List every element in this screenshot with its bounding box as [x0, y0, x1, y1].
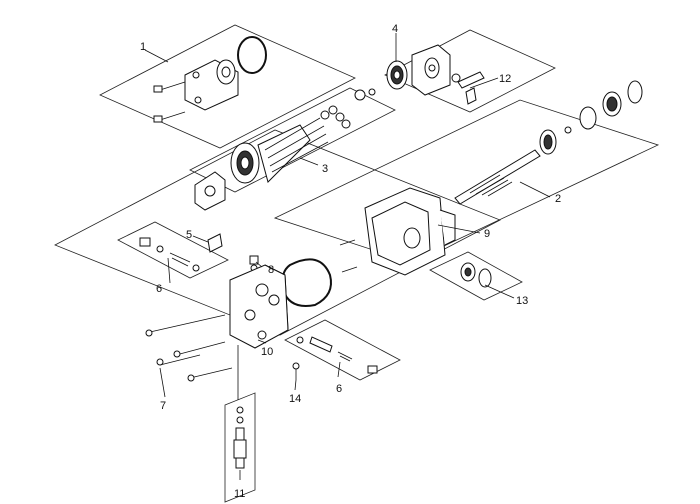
shaft-seal — [602, 91, 622, 117]
callout-3: 3 — [322, 163, 328, 175]
clip-5 — [207, 233, 223, 253]
group-11-frame — [224, 392, 256, 503]
snap-ring — [627, 80, 643, 104]
group-4-12-frame — [384, 29, 556, 113]
relief-valve-right — [296, 336, 378, 374]
callout-12: 12 — [499, 73, 511, 85]
callout-9: 9 — [484, 228, 490, 240]
main-shaft — [454, 149, 541, 205]
o-ring — [237, 36, 267, 74]
bolts-7 — [145, 314, 233, 382]
relief-valve-left — [139, 237, 200, 272]
gasket — [281, 258, 332, 307]
pump-housing — [364, 187, 456, 276]
group-1-frame — [99, 24, 356, 149]
callout-6-right: 6 — [336, 383, 342, 395]
large-housing-frame — [54, 129, 501, 336]
callout-6-left: 6 — [156, 283, 162, 295]
group-2-frame — [273, 99, 660, 263]
bearing-disc — [216, 59, 236, 85]
callout-2: 2 — [555, 193, 561, 205]
plug-14 — [292, 362, 300, 380]
callout-14: 14 — [289, 393, 301, 405]
callout-5: 5 — [186, 229, 192, 241]
group-6-left-frame — [117, 221, 229, 279]
shaft-washer — [564, 126, 572, 134]
seal-13 — [460, 262, 492, 288]
callout-4: 4 — [392, 23, 398, 35]
small-nut — [354, 88, 376, 101]
callout-10: 10 — [261, 346, 273, 358]
callout-8: 8 — [268, 264, 274, 276]
group-13-frame — [429, 251, 523, 301]
rotating-kit — [230, 105, 351, 184]
end-cap — [229, 264, 289, 349]
group-6-right-frame — [284, 319, 401, 381]
callout-11: 11 — [234, 488, 245, 500]
bearing-4 — [386, 60, 408, 90]
housing-dowels — [339, 239, 358, 273]
cover-bolts — [153, 81, 186, 123]
bracket — [411, 44, 451, 96]
callout-1: 1 — [140, 41, 146, 53]
callout-13: 13 — [516, 295, 528, 307]
callout-7: 7 — [160, 400, 166, 412]
shaft-bearing — [539, 129, 557, 155]
swashplate — [194, 171, 226, 211]
retaining-ring — [579, 106, 597, 130]
valve-stem-11 — [233, 406, 247, 469]
shaft-pin-12 — [451, 71, 485, 105]
